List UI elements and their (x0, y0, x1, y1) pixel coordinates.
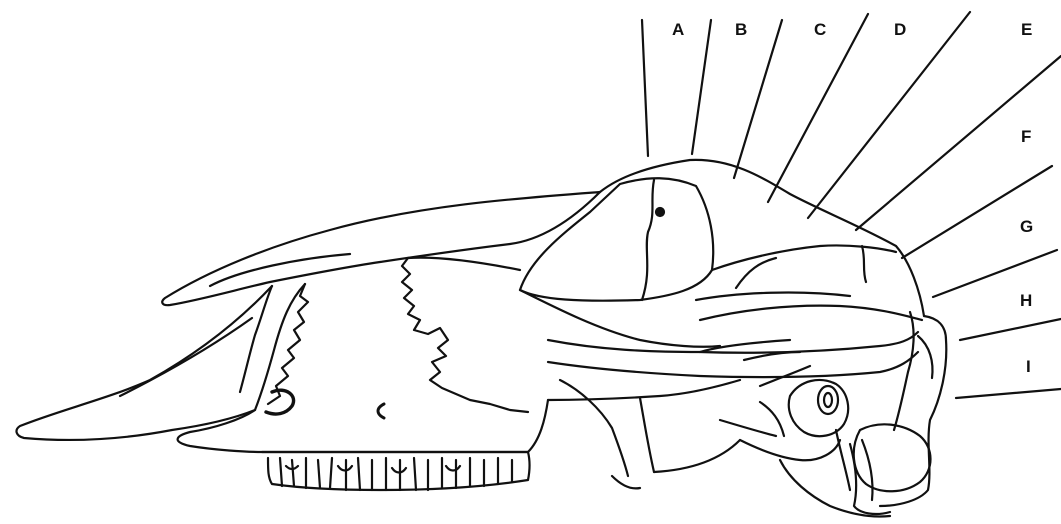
leader-line-0 (642, 20, 648, 156)
label-f: F (1021, 127, 1031, 146)
label-h: H (1020, 291, 1032, 310)
label-a: A (672, 20, 684, 39)
label-d: D (894, 20, 906, 39)
leader-line-b (734, 20, 782, 178)
leader-line-h (960, 319, 1061, 340)
label-c: C (814, 20, 826, 39)
leader-line-c (768, 14, 868, 202)
zygomatic-arch (548, 332, 918, 353)
nasal-bone (162, 192, 600, 305)
tympanic-bulla (789, 380, 848, 436)
leader-line-d (808, 12, 970, 218)
label-g: G (1020, 217, 1033, 236)
leader-line-f (902, 166, 1052, 258)
label-b: B (735, 20, 747, 39)
label-e: E (1021, 20, 1032, 39)
maxilla (178, 284, 548, 452)
teeth-row (262, 452, 530, 490)
premaxilla (17, 286, 272, 440)
leader-line-i (956, 389, 1061, 398)
labels: A B C D E F G H I (672, 20, 1033, 376)
external-acoustic-meatus (818, 386, 838, 414)
leader-line-a (692, 20, 711, 154)
condyle (854, 424, 931, 491)
skull-outline (17, 160, 947, 517)
lacrimal-suture (402, 258, 528, 412)
leader-line-g (933, 250, 1057, 297)
label-i: I (1026, 357, 1031, 376)
